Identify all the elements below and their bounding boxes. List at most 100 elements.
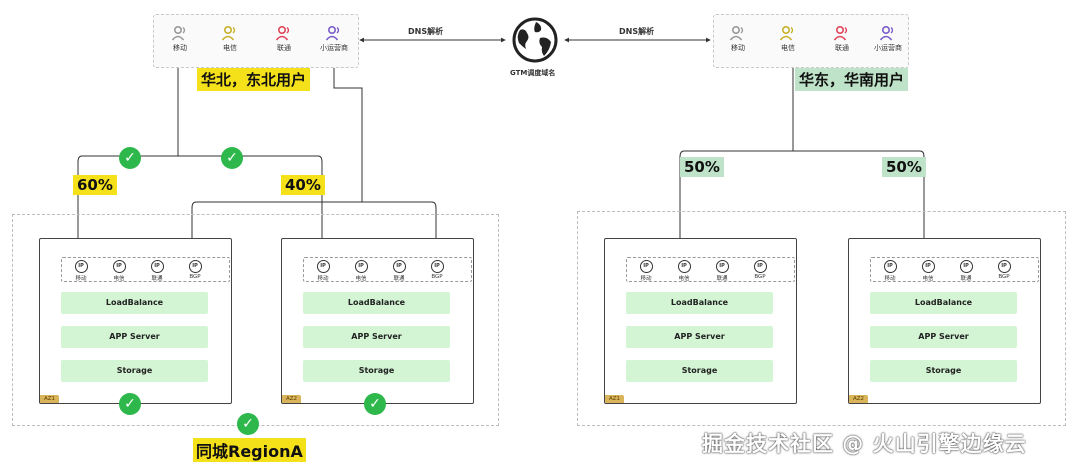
carrier-label: 联通 <box>835 44 849 52</box>
ip-endpoint: IP 移动 <box>633 260 659 282</box>
check-icon: ✓ <box>119 393 141 415</box>
split-percent: 60% <box>73 175 117 195</box>
ip-label: 移动 <box>640 276 652 282</box>
ip-label: BGP <box>189 274 201 280</box>
east-users-label: 华东，华南用户 <box>795 68 909 91</box>
user-group-icon <box>275 25 290 41</box>
user-group-icon <box>729 25 744 41</box>
ip-label: 电信 <box>922 276 934 282</box>
ip-label: 电信 <box>678 276 690 282</box>
app-server-layer: APP Server <box>303 326 450 348</box>
check-icon: ✓ <box>364 393 386 415</box>
ip-label: 移动 <box>884 276 896 282</box>
user-small-operator: 小运营商 <box>870 25 906 53</box>
ip-label: BGP <box>431 274 443 280</box>
dns-label-left: DNS解析 <box>408 27 444 36</box>
ip-endpoint: IP 联通 <box>144 260 170 282</box>
ip-icon: IP <box>430 260 444 273</box>
check-icon: ✓ <box>119 147 141 169</box>
az-tag: AZ2 <box>849 395 869 403</box>
ip-label: BGP <box>998 274 1010 280</box>
dns-label-right: DNS解析 <box>619 27 655 36</box>
ip-label: 电信 <box>355 276 367 282</box>
split-percent: 50% <box>680 157 724 177</box>
ip-icon: IP <box>883 260 897 273</box>
app-server-layer: APP Server <box>870 326 1017 348</box>
ip-icon: IP <box>639 260 653 273</box>
ip-label: 联通 <box>960 276 972 282</box>
ip-icon: IP <box>997 260 1011 273</box>
app-server-layer: APP Server <box>626 326 773 348</box>
user-group-icon <box>879 25 894 41</box>
load-balance-layer: LoadBalance <box>870 292 1017 314</box>
ip-icon: IP <box>392 260 406 273</box>
ip-icon: IP <box>188 260 202 273</box>
az-tag: AZ1 <box>605 395 625 403</box>
user-group-icon <box>833 25 848 41</box>
carrier-label: 移动 <box>173 44 187 52</box>
ip-label: 移动 <box>75 276 87 282</box>
ip-label: 联通 <box>151 276 163 282</box>
east-users-panel: 移动 电信 联通 小运营商 <box>713 14 909 68</box>
user-unicom: 联通 <box>266 25 302 53</box>
ip-label: 联通 <box>716 276 728 282</box>
user-mobile: 移动 <box>162 25 198 53</box>
storage-layer: Storage <box>626 360 773 382</box>
carrier-label: 电信 <box>223 44 237 52</box>
storage-layer: Storage <box>303 360 450 382</box>
ip-icon: IP <box>921 260 935 273</box>
ip-endpoint: IP 联通 <box>953 260 979 282</box>
storage-layer: Storage <box>61 360 208 382</box>
split-percent: 50% <box>882 157 926 177</box>
user-mobile: 移动 <box>720 25 756 53</box>
check-icon: ✓ <box>221 147 243 169</box>
ip-icon: IP <box>150 260 164 273</box>
ip-endpoint: IP 联通 <box>709 260 735 282</box>
ip-icon: IP <box>74 260 88 273</box>
carrier-label: 小运营商 <box>320 44 348 52</box>
ip-label: BGP <box>754 274 766 280</box>
ip-endpoint: IP 电信 <box>348 260 374 282</box>
ip-endpoint: IP 联通 <box>386 260 412 282</box>
ip-endpoint: IP 移动 <box>877 260 903 282</box>
ip-icon: IP <box>354 260 368 273</box>
ip-label: 联通 <box>393 276 405 282</box>
globe-icon <box>512 17 558 63</box>
ip-icon: IP <box>112 260 126 273</box>
region-a-label: 同城RegionA <box>193 438 306 462</box>
region-b <box>577 211 1066 426</box>
watermark: 掘金技术社区 @ 火山引擎边缘云 <box>702 432 1027 456</box>
ip-endpoint: IP 电信 <box>915 260 941 282</box>
load-balance-layer: LoadBalance <box>61 292 208 314</box>
az-tag: AZ2 <box>282 395 302 403</box>
ip-endpoint: IP 移动 <box>68 260 94 282</box>
storage-layer: Storage <box>870 360 1017 382</box>
user-unicom: 联通 <box>824 25 860 53</box>
ip-icon: IP <box>677 260 691 273</box>
az-tag: AZ1 <box>40 395 60 403</box>
user-group-icon <box>221 25 236 41</box>
ip-icon: IP <box>959 260 973 273</box>
ip-icon: IP <box>753 260 767 273</box>
ip-icon: IP <box>715 260 729 273</box>
user-group-icon <box>779 25 794 41</box>
ip-icon: IP <box>316 260 330 273</box>
north-users-panel: 移动 电信 联通 小运营商 <box>153 14 359 68</box>
north-users-label: 华北，东北用户 <box>197 68 311 91</box>
user-telecom: 电信 <box>770 25 806 53</box>
app-server-layer: APP Server <box>61 326 208 348</box>
user-telecom: 电信 <box>212 25 248 53</box>
